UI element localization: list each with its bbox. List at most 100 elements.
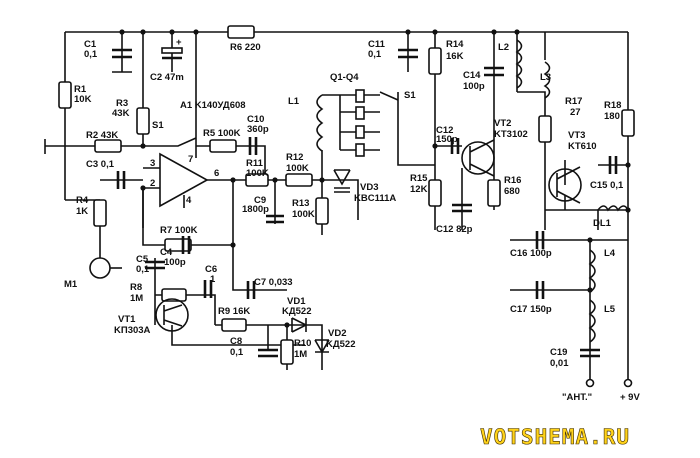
transistor-vt2 bbox=[461, 141, 495, 175]
inductor-l4 bbox=[588, 249, 596, 293]
inductor-l1 bbox=[316, 94, 324, 152]
label-r15-value: 12K bbox=[410, 184, 428, 195]
label-c1: C1 bbox=[84, 39, 97, 50]
label-vd3-value: KBC111A bbox=[354, 193, 396, 204]
power-terminal bbox=[623, 378, 633, 388]
label-c14: C14 bbox=[463, 70, 481, 81]
capacitor-c4 bbox=[181, 236, 191, 254]
label-r2: R2 43K bbox=[86, 130, 118, 141]
capacitor-c5 bbox=[145, 260, 165, 270]
label-vd2-value: KД522 bbox=[326, 339, 355, 350]
choke-dl1 bbox=[597, 205, 629, 212]
label-c5-value: 0,1 bbox=[136, 264, 150, 275]
label-r14-value: 16K bbox=[446, 51, 464, 62]
capacitor-c7 bbox=[246, 281, 256, 299]
inductor-l2 bbox=[515, 39, 523, 89]
label-c8-value: 0,1 bbox=[230, 347, 244, 358]
label-r7: R7 100K bbox=[160, 225, 198, 236]
label-r16: R16 bbox=[504, 175, 521, 186]
label-c9: C9 bbox=[254, 195, 266, 206]
resistor-r5 bbox=[209, 139, 237, 153]
label-r9: R9 16K bbox=[218, 306, 250, 317]
diodes bbox=[291, 169, 351, 354]
resistor-r18 bbox=[621, 109, 635, 137]
capacitor-c8 bbox=[258, 348, 278, 358]
label-r18: R18 bbox=[604, 100, 621, 111]
label-r4: R4 bbox=[76, 195, 89, 206]
junction-dots bbox=[119, 29, 631, 328]
watermark: VOTSHEMA.RU bbox=[480, 425, 630, 449]
label-r15: R15 bbox=[410, 173, 428, 184]
resistor-r15 bbox=[428, 179, 442, 207]
resistor-r9 bbox=[221, 318, 247, 332]
label-r8: R8 bbox=[130, 282, 142, 293]
label-r8-value: 1M bbox=[130, 293, 143, 304]
label-c12-value: 150p bbox=[436, 134, 458, 145]
label-r13-value: 100K bbox=[292, 209, 315, 220]
capacitor-c1 bbox=[112, 48, 132, 59]
label-c6: C6 bbox=[205, 264, 217, 275]
label-r10-value: 1M bbox=[294, 349, 307, 360]
label-r3: R3 bbox=[116, 98, 128, 109]
label-r17-value: 27 bbox=[570, 107, 581, 118]
label-r16-value: 680 bbox=[504, 186, 520, 197]
label-vd2: VD2 bbox=[328, 328, 346, 339]
label-c15: C15 0,1 bbox=[590, 180, 624, 191]
capacitor-c9 bbox=[266, 214, 284, 224]
label-m1: M1 bbox=[64, 279, 78, 290]
label-vt3: VT3 bbox=[568, 130, 585, 141]
label-a1: A1 K140УД608 bbox=[180, 100, 246, 111]
label-c10: C10 bbox=[247, 114, 264, 125]
capacitor-c2 bbox=[161, 47, 183, 60]
resistor-r1 bbox=[58, 81, 72, 109]
label-c1-value: 0,1 bbox=[84, 49, 98, 60]
resistor-r3 bbox=[136, 107, 150, 135]
capacitor-c14 bbox=[484, 66, 504, 77]
label-pin6: 6 bbox=[214, 168, 219, 179]
label-r10: R10 bbox=[294, 338, 311, 349]
capacitor-c17 bbox=[535, 281, 545, 299]
label-vt2: VT2 bbox=[494, 118, 511, 129]
antenna-terminal bbox=[585, 378, 595, 388]
label-vt1-value: KП303A bbox=[114, 325, 151, 336]
resistor-r16 bbox=[487, 179, 501, 207]
resistor-r10 bbox=[280, 339, 294, 365]
component-labels: C1 0,1 C2 47m + R6 220 C11 0,1 Q1-Q4 S1 … bbox=[64, 37, 640, 403]
label-r13: R13 bbox=[292, 198, 309, 209]
label-r11: R11 bbox=[246, 158, 264, 169]
label-antenna: "AHT." bbox=[562, 392, 592, 403]
diode-vd1 bbox=[291, 317, 308, 333]
label-c11: C11 bbox=[368, 39, 386, 50]
label-c19-value: 0,01 bbox=[550, 358, 569, 369]
inductors bbox=[316, 39, 629, 343]
label-r12-value: 100K bbox=[286, 163, 309, 174]
capacitor-c15 bbox=[608, 156, 618, 174]
label-c4-value: 100p bbox=[164, 257, 186, 268]
resistor-r7 bbox=[164, 238, 192, 252]
label-r5: R5 100K bbox=[203, 128, 241, 139]
varicap-vd3 bbox=[333, 169, 351, 193]
label-pin4: 4 bbox=[186, 195, 192, 206]
resistor-r11 bbox=[245, 173, 269, 187]
capacitors bbox=[112, 47, 618, 358]
label-vt2-value: KT3102 bbox=[494, 129, 528, 140]
label-l3: L3 bbox=[540, 72, 551, 83]
crystals-q1-q4 bbox=[355, 89, 365, 157]
capacitor-c3 bbox=[116, 171, 126, 189]
transistors bbox=[155, 139, 582, 332]
label-r18-value: 180 bbox=[604, 111, 620, 122]
label-l2: L2 bbox=[498, 42, 509, 53]
label-vd1-value: KД522 bbox=[282, 306, 311, 317]
label-r11-value: 100K bbox=[246, 168, 269, 179]
label-l4: L4 bbox=[604, 248, 616, 259]
resistor-r4 bbox=[93, 199, 107, 227]
label-c7: C7 0,033 bbox=[254, 277, 293, 288]
label-s1-right: S1 bbox=[404, 90, 416, 101]
label-pin7: 7 bbox=[188, 154, 193, 165]
label-r1: R1 bbox=[74, 84, 87, 95]
label-c16: C16 100p bbox=[510, 248, 552, 259]
capacitor-c19 bbox=[580, 348, 600, 358]
capacitor-c12 bbox=[450, 138, 460, 154]
label-c2-plus: + bbox=[176, 37, 182, 48]
